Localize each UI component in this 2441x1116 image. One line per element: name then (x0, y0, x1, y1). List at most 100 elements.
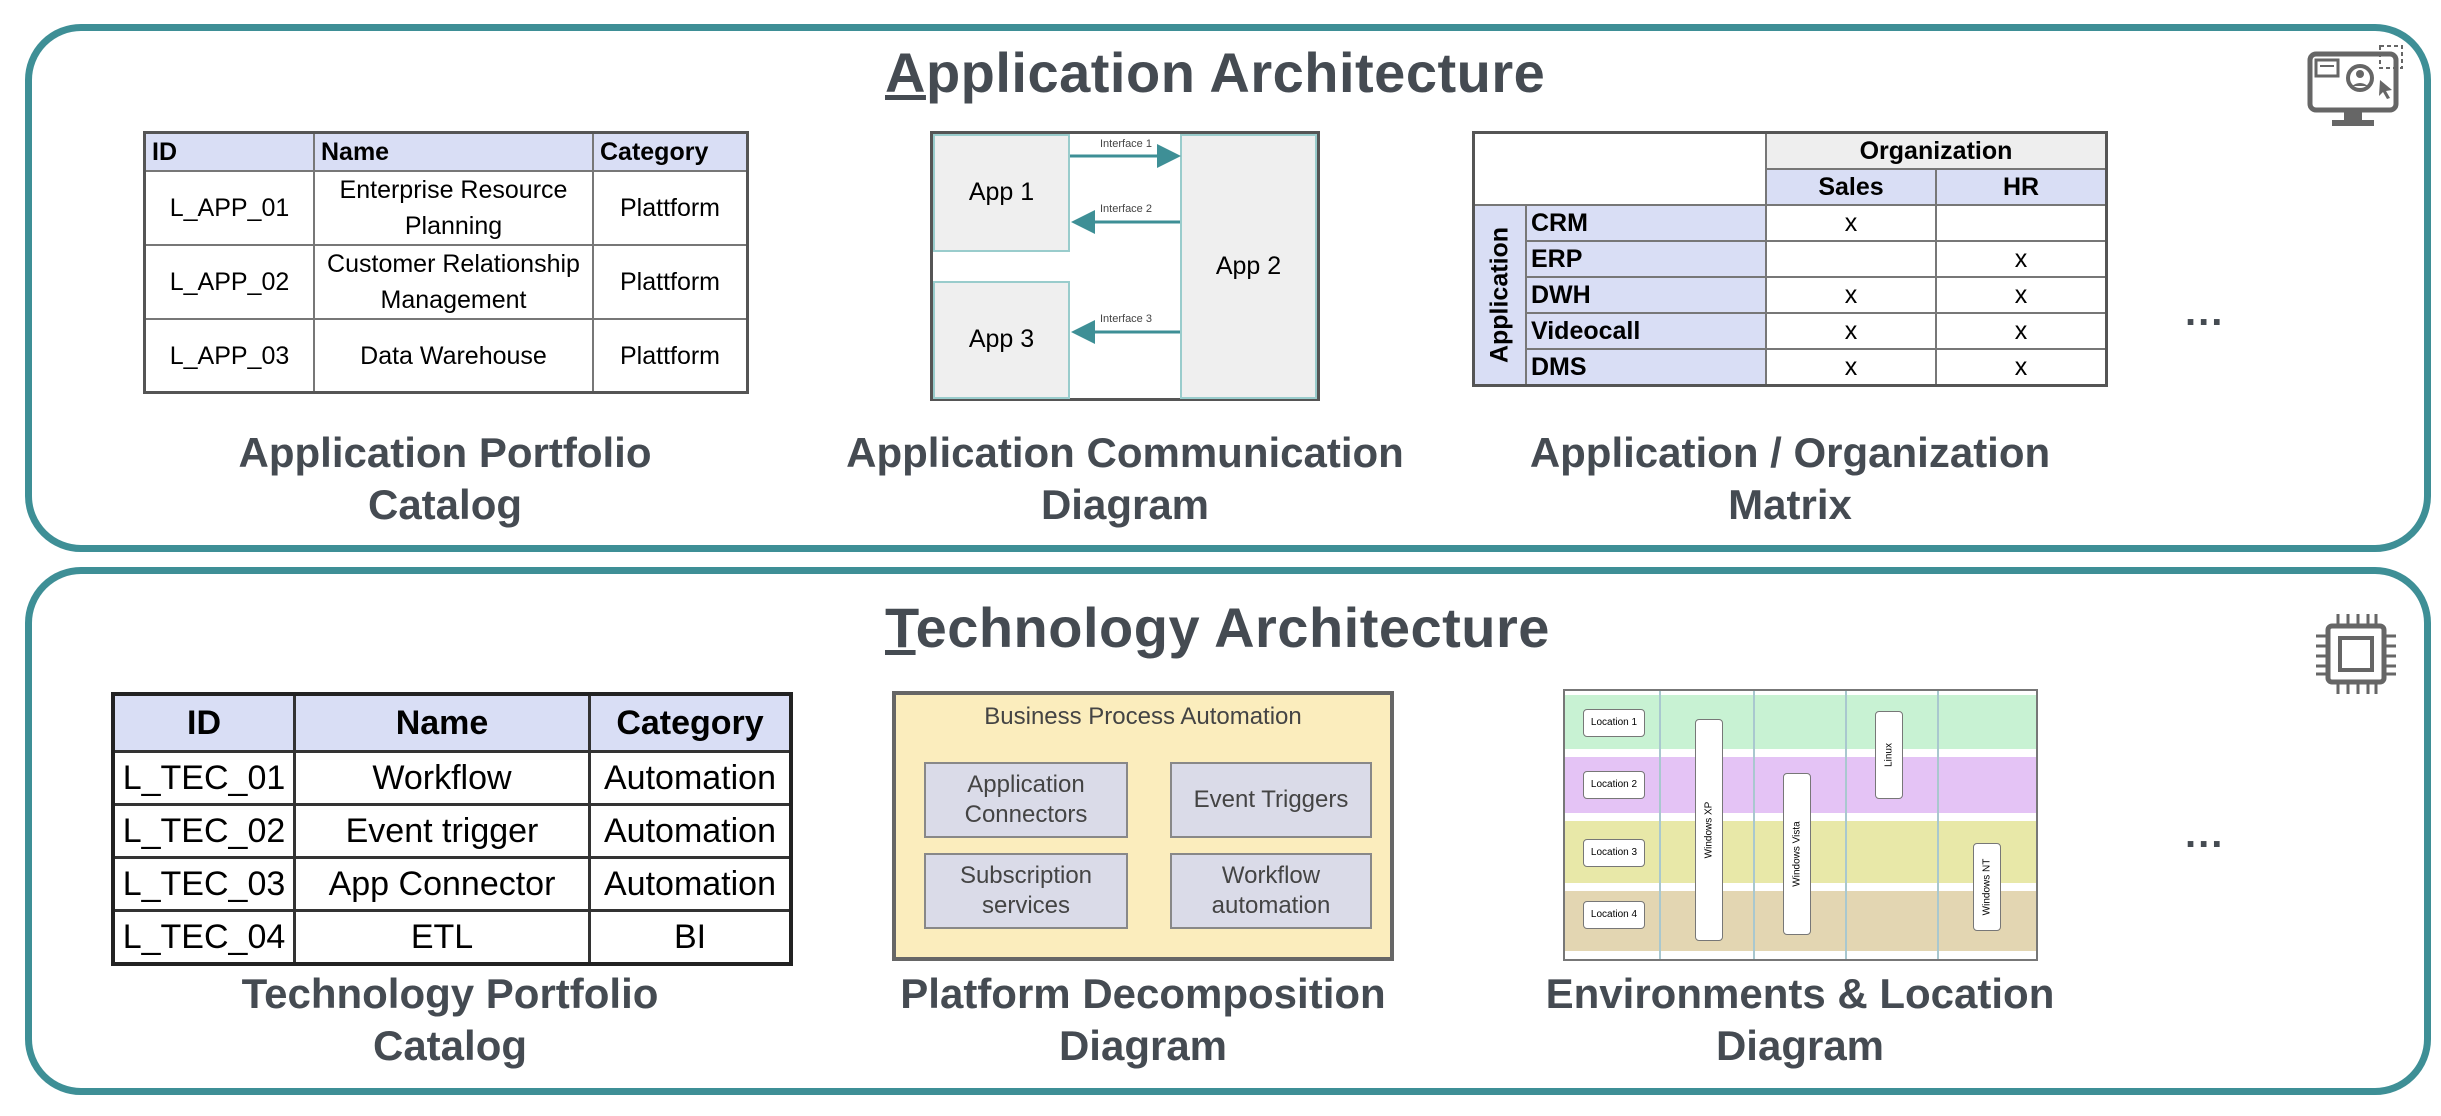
windows-vista-environment: Windows Vista (1783, 773, 1811, 935)
interface-arrows (1070, 144, 1181, 344)
matrix-row: DWH x x (1474, 276, 2108, 314)
environments-location-caption: Environments & Location Diagram (1545, 970, 2055, 1069)
app3-label: App 3 (968, 325, 1035, 353)
location-1-label: Location 1 (1583, 709, 1645, 737)
table-row: L_APP_02 Customer Relationship Managemen… (143, 244, 749, 320)
workflow-automation-box: Workflow automation (1170, 853, 1372, 929)
table-row: L_APP_03 Data Warehouse Plattform (143, 318, 749, 394)
application-portfolio-caption: Application Portfolio Catalog (238, 429, 652, 528)
location-3-label: Location 3 (1583, 839, 1645, 867)
matrix-cell: x (1765, 348, 1937, 387)
column-header: Name (293, 692, 591, 753)
event-triggers-box: Event Triggers (1170, 762, 1372, 838)
platform-title: Business Process Automation (984, 703, 1302, 730)
column-header: Name (313, 131, 594, 172)
matrix-cell: x (1935, 276, 2108, 314)
table-row: L_TEC_04 ETL BI (111, 909, 793, 966)
application-connectors-box: Application Connectors (924, 762, 1128, 838)
column-header: Category (592, 131, 749, 172)
sales-column-header: Sales (1765, 168, 1937, 206)
interface-3-label: Interface 3 (1100, 313, 1152, 325)
technology-portfolio-caption: Technology Portfolio Catalog (241, 970, 659, 1069)
table-cell: L_TEC_02 (111, 803, 296, 859)
table-cell: Plattform (592, 170, 749, 246)
table-cell: L_TEC_04 (111, 909, 296, 966)
table-cell: Automation (588, 803, 793, 859)
table-cell: Data Warehouse (313, 318, 594, 394)
interface-1-label: Interface 1 (1100, 138, 1152, 150)
more-ellipsis: ... (2185, 290, 2225, 334)
linux-environment: Linux (1875, 711, 1903, 799)
hr-column-header: HR (1935, 168, 2108, 206)
table-cell: ETL (293, 909, 591, 966)
table-cell: App Connector (293, 856, 591, 912)
column-header: ID (111, 692, 296, 753)
platform-decomposition-caption: Platform Decomposition Diagram (900, 970, 1386, 1069)
matrix-row: DMS x x (1474, 348, 2108, 387)
matrix-cell: x (1765, 204, 1937, 242)
table-cell: Automation (588, 750, 793, 806)
table-row: L_TEC_01 Workflow Automation (111, 750, 793, 806)
table-cell: Enterprise Resource Planning (313, 170, 594, 246)
matrix-row: Videocall x x (1474, 312, 2108, 350)
application-portfolio-table: ID Name Category L_APP_01 Enterprise Res… (143, 131, 749, 394)
matrix-row-label: ERP (1525, 240, 1767, 278)
table-cell: BI (588, 909, 793, 966)
app1-label: App 1 (968, 178, 1035, 206)
column-divider (1753, 691, 1755, 959)
table-cell: L_APP_02 (143, 244, 315, 320)
interface-2-label: Interface 2 (1100, 203, 1152, 215)
location-2-label: Location 2 (1583, 771, 1645, 799)
matrix-row: ERP x (1474, 240, 2108, 278)
application-organization-caption: Application / Organization Matrix (1529, 429, 2051, 528)
matrix-row-label: CRM (1525, 204, 1767, 242)
table-cell: L_APP_01 (143, 170, 315, 246)
column-header: Category (588, 692, 793, 753)
app2-label: App 2 (1215, 252, 1282, 280)
table-row: L_TEC_02 Event trigger Automation (111, 803, 793, 859)
table-cell: Automation (588, 856, 793, 912)
column-header: ID (143, 131, 315, 172)
table-cell: L_TEC_03 (111, 856, 296, 912)
technology-architecture-title: Technology Architecture (885, 596, 1550, 659)
subscription-services-box: Subscription services (924, 853, 1128, 929)
matrix-row-label: DMS (1525, 348, 1767, 387)
application-architecture-title: Application Architecture (885, 41, 1546, 104)
app3-box (933, 281, 1070, 399)
application-axis-label: Application (1472, 204, 1527, 387)
table-row: L_APP_01 Enterprise Resource Planning Pl… (143, 170, 749, 246)
location-4-label: Location 4 (1583, 901, 1645, 929)
table-cell: Plattform (592, 244, 749, 320)
matrix-cell (1765, 240, 1937, 278)
matrix-cell: x (1765, 312, 1937, 350)
matrix-cell: x (1765, 276, 1937, 314)
windows-nt-environment: Windows NT (1973, 843, 2001, 931)
matrix-row-label: Videocall (1525, 312, 1767, 350)
column-divider (1845, 691, 1847, 959)
column-divider (1659, 691, 1661, 959)
matrix-row: Application CRM x (1472, 204, 2108, 387)
table-cell: L_TEC_01 (111, 750, 296, 806)
matrix-cell: x (1935, 240, 2108, 278)
table-row: L_TEC_03 App Connector Automation (111, 856, 793, 912)
matrix-cell: x (1935, 348, 2108, 387)
application-organization-matrix: Organization Sales HR Application CRM x … (1472, 131, 2108, 387)
matrix-cell (1935, 204, 2108, 242)
windows-xp-environment: Windows XP (1695, 719, 1723, 941)
column-divider (1937, 691, 1939, 959)
table-cell: Plattform (592, 318, 749, 394)
cpu-chip-icon (2316, 614, 2396, 694)
matrix-cell: x (1935, 312, 2108, 350)
table-cell: Event trigger (293, 803, 591, 859)
organization-header: Organization (1765, 131, 2108, 170)
table-cell: Customer Relationship Management (313, 244, 594, 320)
monitor-user-icon (2307, 45, 2403, 126)
app1-box (933, 134, 1070, 252)
table-cell: Workflow (293, 750, 591, 806)
more-ellipsis: ... (2185, 812, 2225, 856)
table-cell: L_APP_03 (143, 318, 315, 394)
matrix-row-label: DWH (1525, 276, 1767, 314)
technology-portfolio-table: ID Name Category L_TEC_01 Workflow Autom… (111, 692, 793, 966)
app2-box (1180, 134, 1317, 399)
environments-frame: Location 1 Location 2 Location 3 Locatio… (1563, 689, 2038, 961)
